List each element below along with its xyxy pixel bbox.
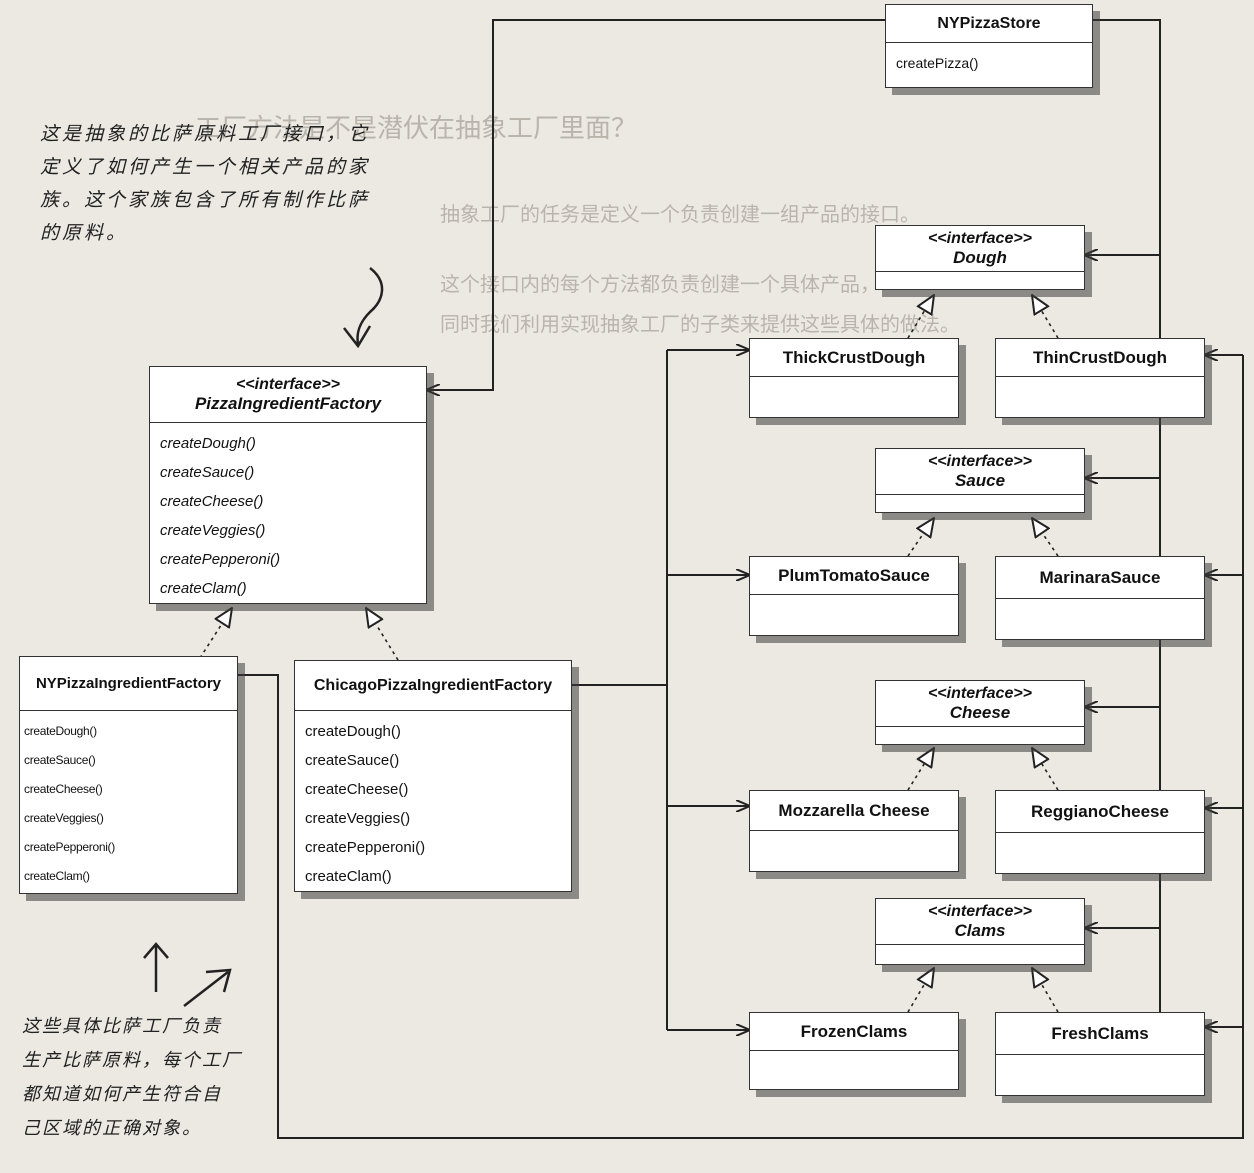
class-name: FreshClams bbox=[996, 1013, 1204, 1055]
class-thin-crust-dough[interactable]: ThinCrustDough bbox=[995, 338, 1205, 418]
note-line: 的原料。 bbox=[40, 222, 129, 244]
class-name: ThinCrustDough bbox=[996, 339, 1204, 377]
method-create-dough: createDough() bbox=[24, 724, 97, 738]
class-ny-pizza-ingredient-factory[interactable]: NYPizzaIngredientFactory createDough() c… bbox=[19, 656, 238, 894]
note-line: 族。这个家族包含了所有制作比萨 bbox=[40, 189, 371, 211]
class-header: <<interface>> Sauce bbox=[876, 449, 1084, 495]
stereotype-label: <<interface>> bbox=[927, 452, 1033, 470]
class-name: Clams bbox=[954, 920, 1006, 940]
method-create-cheese: createCheese() bbox=[160, 493, 264, 510]
note-line: 都知道如何产生符合自 bbox=[22, 1084, 222, 1105]
class-header: <<interface>> Clams bbox=[876, 899, 1084, 945]
class-dough-interface[interactable]: <<interface>> Dough bbox=[875, 225, 1085, 290]
class-name: Mozzarella Cheese bbox=[750, 791, 958, 831]
class-marinara-sauce[interactable]: MarinaraSauce bbox=[995, 556, 1205, 640]
stereotype-label: <<interface>> bbox=[927, 902, 1033, 920]
note-line: 这是抽象的比萨原料工厂接口，它 bbox=[40, 123, 371, 145]
class-name: Sauce bbox=[954, 470, 1006, 490]
method-create-pepperoni: createPepperoni() bbox=[24, 840, 115, 854]
class-nypizzastore[interactable]: NYPizzaStore createPizza() bbox=[885, 4, 1093, 88]
class-cheese-interface[interactable]: <<interface>> Cheese bbox=[875, 680, 1085, 745]
class-pizza-ingredient-factory[interactable]: <<interface>> PizzaIngredientFactory cre… bbox=[149, 366, 427, 604]
method-create-sauce: createSauce() bbox=[305, 752, 400, 769]
note-concrete-factories: 这些具体比萨工厂负责 生产比萨原料，每个工厂 都知道如何产生符合自 己区域的正确… bbox=[22, 1010, 242, 1146]
method-create-sauce: createSauce() bbox=[24, 753, 96, 767]
method-create-clam: createClam() bbox=[160, 580, 247, 597]
note-abstract-factory: 这是抽象的比萨原料工厂接口，它 定义了如何产生一个相关产品的家 族。这个家族包含… bbox=[40, 118, 370, 250]
method-create-veggies: createVeggies() bbox=[305, 810, 411, 827]
class-name: PizzaIngredientFactory bbox=[194, 393, 382, 413]
hand-drawn-arrow-up-icon bbox=[143, 942, 169, 992]
background-text-2: 抽象工厂的任务是定义一个负责创建一组产品的接口。 bbox=[440, 202, 920, 226]
class-mozzarella-cheese[interactable]: Mozzarella Cheese bbox=[749, 790, 959, 872]
method-create-pepperoni: createPepperoni() bbox=[160, 551, 281, 568]
class-header: <<interface>> Dough bbox=[876, 226, 1084, 272]
class-clams-interface[interactable]: <<interface>> Clams bbox=[875, 898, 1085, 965]
class-reggiano-cheese[interactable]: ReggianoCheese bbox=[995, 790, 1205, 874]
class-name: MarinaraSauce bbox=[996, 557, 1204, 599]
method-create-dough: createDough() bbox=[305, 723, 401, 740]
stereotype-label: <<interface>> bbox=[235, 375, 341, 393]
class-plum-tomato-sauce[interactable]: PlumTomatoSauce bbox=[749, 556, 959, 636]
class-name: ThickCrustDough bbox=[750, 339, 958, 377]
method-create-veggies: createVeggies() bbox=[160, 522, 266, 539]
method-create-veggies: createVeggies() bbox=[24, 811, 104, 825]
class-name: ReggianoCheese bbox=[996, 791, 1204, 833]
stereotype-label: <<interface>> bbox=[927, 229, 1033, 247]
class-sauce-interface[interactable]: <<interface>> Sauce bbox=[875, 448, 1085, 513]
stereotype-label: <<interface>> bbox=[927, 684, 1033, 702]
note-line: 生产比萨原料，每个工厂 bbox=[22, 1050, 242, 1071]
note-line: 这些具体比萨工厂负责 bbox=[22, 1016, 222, 1037]
class-thick-crust-dough[interactable]: ThickCrustDough bbox=[749, 338, 959, 418]
method-create-cheese: createCheese() bbox=[24, 782, 103, 796]
class-name: NYPizzaIngredientFactory bbox=[20, 657, 237, 711]
class-name: Cheese bbox=[949, 702, 1011, 722]
method-create-cheese: createCheese() bbox=[305, 781, 409, 798]
method-create-sauce: createSauce() bbox=[160, 464, 255, 481]
background-text-4: 同时我们利用实现抽象工厂的子类来提供这些具体的做法。 bbox=[440, 312, 960, 336]
background-text-3: 这个接口内的每个方法都负责创建一个具体产品， bbox=[440, 272, 880, 296]
class-name: Dough bbox=[953, 247, 1007, 267]
class-name: NYPizzaStore bbox=[886, 5, 1092, 43]
method-create-clam: createClam() bbox=[305, 868, 392, 885]
class-fresh-clams[interactable]: FreshClams bbox=[995, 1012, 1205, 1096]
class-name: PlumTomatoSauce bbox=[750, 557, 958, 595]
method-create-dough: createDough() bbox=[160, 435, 256, 452]
class-header: <<interface>> PizzaIngredientFactory bbox=[150, 367, 426, 423]
class-frozen-clams[interactable]: FrozenClams bbox=[749, 1012, 959, 1090]
note-line: 定义了如何产生一个相关产品的家 bbox=[40, 156, 371, 178]
hand-drawn-arrow-diagonal-icon bbox=[183, 968, 232, 1007]
hand-drawn-arrow-down-icon bbox=[343, 267, 384, 349]
class-chicago-pizza-ingredient-factory[interactable]: ChicagoPizzaIngredientFactory createDoug… bbox=[294, 660, 572, 892]
method-create-clam: createClam() bbox=[24, 869, 90, 883]
class-name: FrozenClams bbox=[750, 1013, 958, 1051]
note-line: 己区域的正确对象。 bbox=[22, 1118, 202, 1139]
background-text-1: 工厂方法是不是潜伏在抽象工厂里面？ bbox=[195, 114, 638, 144]
method-create-pizza: createPizza() bbox=[896, 55, 979, 71]
method-create-pepperoni: createPepperoni() bbox=[305, 839, 426, 856]
class-name: ChicagoPizzaIngredientFactory bbox=[295, 661, 571, 711]
class-header: <<interface>> Cheese bbox=[876, 681, 1084, 727]
